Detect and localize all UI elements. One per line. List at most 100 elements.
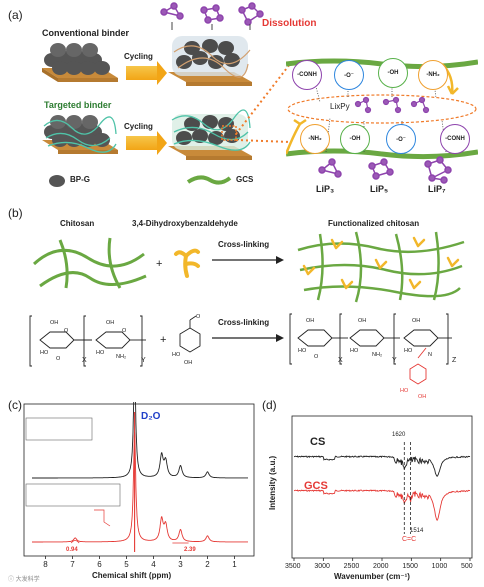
panel-b-label: (b) xyxy=(8,206,23,220)
nmr-tick-label: 3 xyxy=(178,560,183,569)
integral-094: 0.94 xyxy=(66,547,78,553)
nmr-gcs-structure xyxy=(25,483,121,507)
tag-o-minus-top: -O⁻ xyxy=(334,60,364,90)
nmr-tick-label: 6 xyxy=(97,560,102,569)
svg-text:OH: OH xyxy=(412,318,420,324)
svg-text:O: O xyxy=(196,314,201,320)
dissolved-lip-clusters xyxy=(160,2,264,30)
peak-label-1620: 1620 xyxy=(392,432,406,438)
panel-c-label: (c) xyxy=(8,398,22,412)
targeted-electrode-image xyxy=(42,115,118,154)
cycling-label-2: Cycling xyxy=(124,122,153,131)
tag-oh-top: -OH xyxy=(378,58,408,88)
series-label-gcs: GCS xyxy=(304,480,328,492)
gcs-legend-icon xyxy=(186,175,232,185)
tag-nh2-top: -NH₂ xyxy=(418,60,448,90)
crosslinking-arrow-1 xyxy=(212,256,284,264)
subscript-z-product: Z xyxy=(452,357,457,364)
conventional-electrode-image xyxy=(42,43,118,82)
svg-text:NH₂: NH₂ xyxy=(372,352,382,358)
svg-text:O: O xyxy=(314,354,319,360)
svg-text:HO: HO xyxy=(172,352,181,358)
tag-conh-top: -CONH xyxy=(292,60,322,90)
lip-products-icons xyxy=(318,156,452,184)
ftir-ylabel: Intensity (a.u.) xyxy=(268,455,277,510)
ftir-tick-label: 3500 xyxy=(285,563,301,570)
aldehyde-molecule-icon xyxy=(174,248,200,278)
cycling-label-1: Cycling xyxy=(124,52,153,61)
lip7-label: LiP₇ xyxy=(428,184,446,194)
ftir-tick-label: 1500 xyxy=(402,563,418,570)
chitosan-strands-image xyxy=(32,237,147,289)
ftir-tick-label: 2000 xyxy=(373,563,389,570)
integral-239: 2.39 xyxy=(184,547,196,553)
watermark: ⓘ 大发科学 xyxy=(8,577,40,583)
svg-text:N: N xyxy=(428,352,432,358)
svg-text:OH: OH xyxy=(418,394,426,400)
conventional-binder-label: Conventional binder xyxy=(42,28,130,38)
chitosan-label: Chitosan xyxy=(60,219,95,228)
plus-sign-1: + xyxy=(156,258,163,270)
lip5-label: LiP₅ xyxy=(370,184,389,194)
bond-label-cc: C=C xyxy=(402,536,417,543)
ftir-series-gcs xyxy=(293,489,471,522)
subscript-x: X xyxy=(82,357,87,364)
peak-label-1514: 1514 xyxy=(410,528,424,534)
dissolution-label: Dissolution xyxy=(262,18,317,29)
bpg-legend-label: BP-G xyxy=(70,175,90,184)
cycled-targeted-electrode-image xyxy=(168,109,252,160)
cycled-conventional-electrode-image xyxy=(168,36,252,86)
functionalized-chitosan-label: Functionalized chitosan xyxy=(328,219,420,228)
ftir-xlabel: Wavenumber (cm⁻¹) xyxy=(334,572,410,581)
bpg-legend-icon xyxy=(49,175,65,187)
nmr-tick-label: 1 xyxy=(232,560,237,569)
svg-text:OH: OH xyxy=(306,318,314,324)
subscript-y-product: Y xyxy=(392,357,397,364)
zoom-connector xyxy=(236,63,291,143)
nmr-cs-structure xyxy=(25,417,93,441)
svg-text:HO: HO xyxy=(404,348,413,354)
nmr-tick-label: 7 xyxy=(70,560,75,569)
svg-text:OH: OH xyxy=(106,320,114,326)
ftir-tick-label: 500 xyxy=(461,563,473,570)
svg-text:NH₂: NH₂ xyxy=(116,354,126,360)
lip3-label: LiP₃ xyxy=(316,184,335,194)
gcs-legend-label: GCS xyxy=(236,175,254,184)
tag-oh-bottom: -OH xyxy=(340,124,370,154)
plus-sign-2: + xyxy=(160,334,167,346)
svg-text:HO: HO xyxy=(96,350,105,356)
targeted-binder-label: Targeted binder xyxy=(44,100,112,110)
cycling-arrow-1 xyxy=(126,61,167,85)
tag-nh2-bottom: -NH₂ xyxy=(300,124,330,154)
nmr-tick-label: 8 xyxy=(43,560,48,569)
nmr-xlabel: Chemical shift (ppm) xyxy=(92,571,172,580)
panel-d-label: (d) xyxy=(262,398,277,412)
nmr-tick-label: 4 xyxy=(151,560,156,569)
svg-text:HO: HO xyxy=(350,348,359,354)
svg-text:OH: OH xyxy=(50,320,58,326)
nmr-integral-mark-1 xyxy=(70,540,80,544)
nmr-tick-label: 2 xyxy=(205,560,210,569)
cycling-arrow-2 xyxy=(126,131,167,155)
nmr-frame xyxy=(23,403,255,557)
svg-text:OH: OH xyxy=(184,360,192,366)
lixpy-label: LixPy xyxy=(330,102,350,111)
crosslinking-label-2: Cross-linking xyxy=(218,318,270,327)
svg-text:O: O xyxy=(64,328,69,334)
ftir-tick-label: 1000 xyxy=(431,563,448,570)
ftir-tick-label: 2500 xyxy=(343,563,360,570)
ftir-spectrum-chart xyxy=(291,415,473,561)
svg-text:HO: HO xyxy=(40,350,49,356)
panel-a-label: (a) xyxy=(8,8,23,22)
tag-conh-bottom: -CONH xyxy=(440,124,470,154)
series-label-cs: CS xyxy=(310,436,326,448)
nmr-series-gcs xyxy=(32,431,248,543)
functionalized-chitosan-network xyxy=(297,231,465,303)
ftir-series-cs xyxy=(293,455,471,477)
nmr-tick-label: 5 xyxy=(124,560,129,569)
crosslinking-arrow-2 xyxy=(212,334,284,342)
ftir-tick-label: 3000 xyxy=(314,563,330,570)
